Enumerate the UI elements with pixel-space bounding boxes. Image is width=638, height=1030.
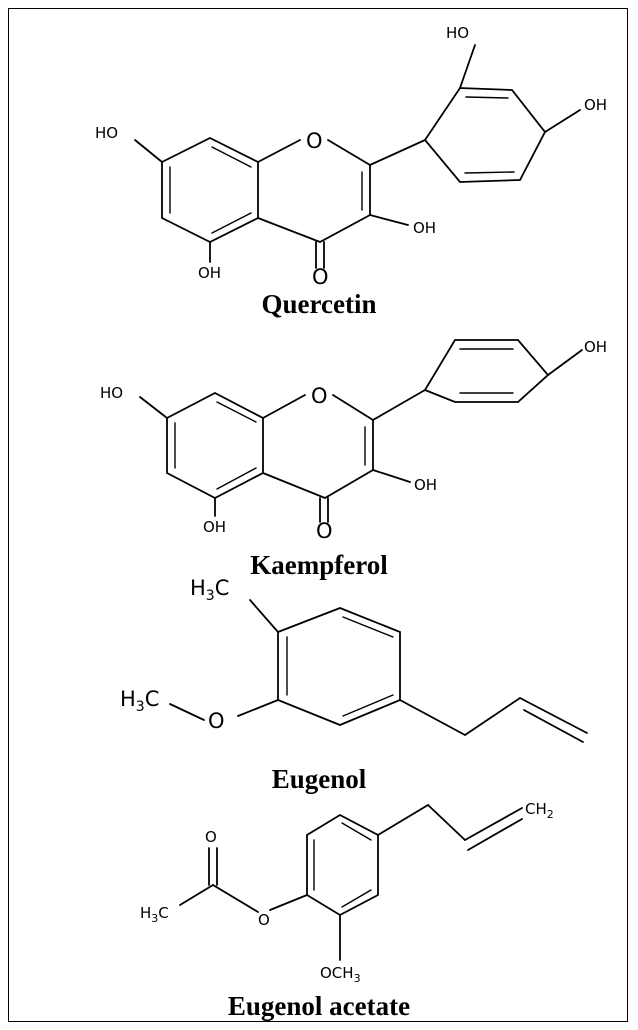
eugenol-atom-ch3-left: H3C: [120, 687, 159, 715]
kaempferol-atom-oh-bottom: OH: [203, 518, 226, 536]
quercetin-atom-oh-mid: OH: [413, 219, 436, 237]
eugenol-structure: H3C H3C O: [120, 576, 588, 743]
kaempferol-structure: HO OH OH OH O O: [100, 338, 607, 543]
eugenol-acetate-atom-ch2: CH2: [525, 800, 554, 821]
quercetin-atom-ho-top: HO: [446, 24, 469, 42]
kaempferol-atom-o-ring: O: [311, 384, 328, 408]
eugenol-acetate-atom-o-ester: O: [258, 911, 270, 929]
compound-name-quercetin: Quercetin: [262, 289, 377, 319]
eugenol-acetate-atom-ch3: H3C: [140, 904, 169, 925]
quercetin-atom-oh-bottom: OH: [198, 264, 221, 282]
kaempferol-atom-oh-mid: OH: [414, 476, 437, 494]
quercetin-structure: HO HO OH OH OH O O: [95, 24, 607, 289]
kaempferol-atom-ho-left: HO: [100, 384, 123, 402]
eugenol-acetate-atom-o-keto: O: [205, 828, 217, 846]
compound-name-eugenol-acetate: Eugenol acetate: [228, 991, 410, 1021]
kaempferol-atom-o-keto: O: [316, 519, 333, 543]
eugenol-atom-o-ether: O: [208, 709, 225, 733]
compound-name-kaempferol: Kaempferol: [250, 550, 388, 580]
quercetin-atom-oh-right: OH: [584, 96, 607, 114]
quercetin-atom-ho-left: HO: [95, 124, 118, 142]
kaempferol-atom-oh-right: OH: [584, 338, 607, 356]
quercetin-atom-o-ring: O: [306, 129, 323, 153]
figure-frame: [8, 8, 628, 1022]
quercetin-atom-o-keto: O: [312, 265, 329, 289]
eugenol-acetate-atom-och3: OCH3: [320, 964, 361, 985]
eugenol-acetate-structure: O H3C O CH2 OCH3: [140, 800, 554, 985]
compound-name-eugenol: Eugenol: [272, 764, 367, 794]
eugenol-atom-ch3-top: H3C: [190, 576, 229, 604]
